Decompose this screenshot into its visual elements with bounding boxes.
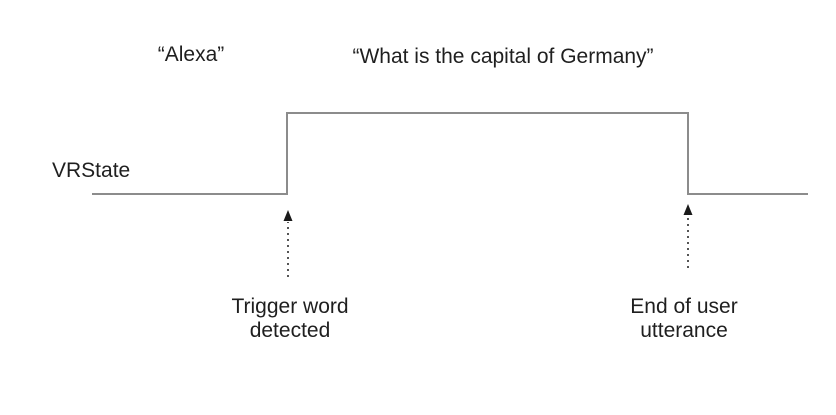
end-of-utterance-arrow — [683, 204, 693, 268]
trigger-word-speech-label: “Alexa” — [157, 43, 225, 66]
vrstate-signal-label: VRState — [52, 159, 131, 182]
trigger-word-detected-annotation: Trigger word detected — [231, 295, 348, 343]
trigger-arrow-head-icon — [283, 210, 293, 221]
trigger-annotation-line1: Trigger word — [231, 295, 349, 318]
trigger-annotation-line2: detected — [249, 319, 331, 342]
end-annotation-line2: utterance — [640, 319, 728, 342]
end-of-user-utterance-annotation: End of user utterance — [630, 295, 737, 343]
vrstate-pulse-line — [92, 112, 808, 195]
trigger-detected-arrow — [283, 210, 293, 277]
user-utterance-speech-label: “What is the capital of Germany” — [352, 45, 654, 68]
end-annotation-line1: End of user — [630, 295, 738, 318]
end-arrow-head-icon — [683, 204, 693, 215]
